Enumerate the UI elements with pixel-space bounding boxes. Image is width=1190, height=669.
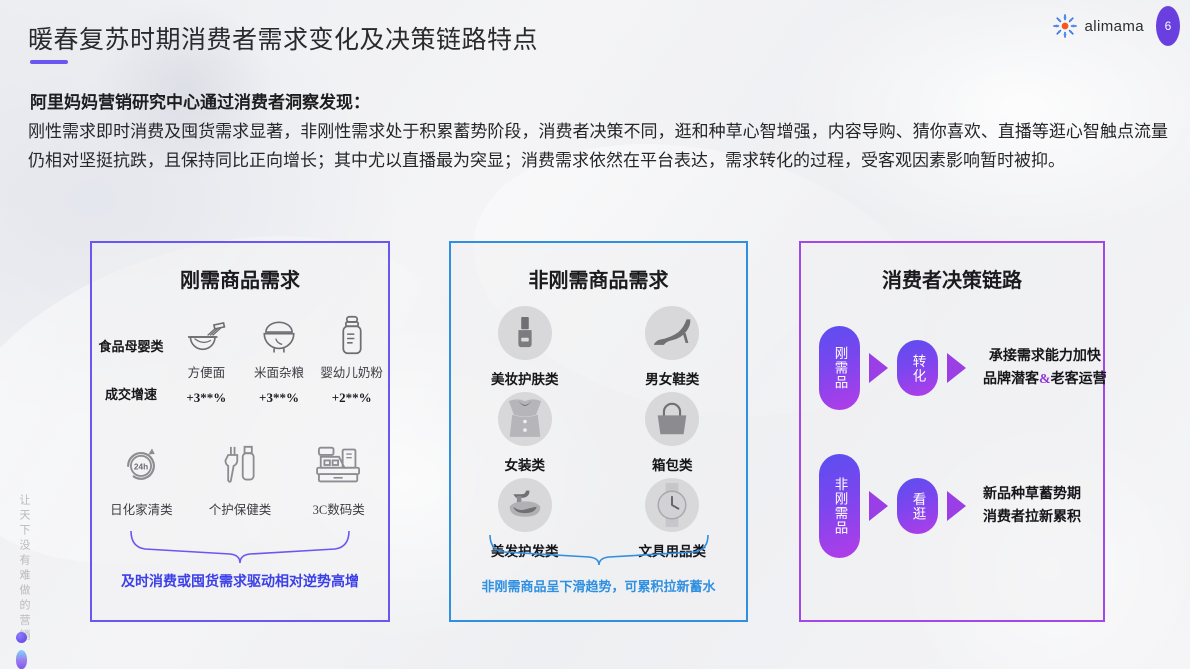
nonrigid-item-icon-2 bbox=[497, 392, 552, 446]
rigid-demand-grid-secondary: 24h 日化家清类 个护保健类 bbox=[92, 439, 388, 518]
decorative-drop-icon bbox=[16, 650, 27, 669]
path-outcome-line2-0: 品牌潜客&老客运营 bbox=[983, 368, 1107, 391]
card-title: 刚需商品需求 bbox=[180, 270, 300, 292]
path-outcome-line2-after-0: 老客运营 bbox=[1050, 372, 1107, 387]
lead-heading: 阿里妈妈营销研究中心通过消费者洞察发现： bbox=[30, 93, 370, 112]
nonrigid-item: 女装类 bbox=[451, 392, 599, 474]
brace-connector bbox=[130, 531, 350, 564]
path-stage-pill-0: 转化 bbox=[897, 340, 938, 396]
path-stage-label-0: 转化 bbox=[910, 353, 926, 383]
path-stage-pill-1: 看逛 bbox=[897, 478, 938, 534]
rigid-item-value-1: +3**% bbox=[259, 390, 299, 405]
svg-text:24h: 24h bbox=[134, 463, 148, 472]
clock-24h-icon: 24h bbox=[127, 448, 156, 480]
card-footnote: 及时消费或囤货需求驱动相对逆势高增 bbox=[121, 575, 359, 590]
path-outcome-line1-0: 承接需求能力加快 bbox=[988, 349, 1101, 364]
rigid-row-label-category: 食品母婴类 bbox=[98, 338, 164, 354]
brace-connector bbox=[488, 535, 709, 566]
card-rigid-demand: 刚需商品需求 食品母婴类 bbox=[90, 241, 390, 622]
rigid-item-name-2: 婴幼儿奶粉 bbox=[320, 366, 383, 380]
decision-path-row-rigid: 刚需品 转化 承接需求能力加快 品牌潜客&老客运营 bbox=[819, 326, 1107, 410]
card-nonrigid-demand: 非刚需商品需求 美妆护肤类 bbox=[449, 241, 748, 622]
rigid-item-icon-1 bbox=[243, 309, 316, 355]
path-arrow-icon bbox=[869, 491, 888, 521]
nonrigid-item-icon-0 bbox=[497, 306, 552, 360]
rigid-item-value-0: +3**% bbox=[186, 390, 227, 405]
shampoo-pump-icon bbox=[509, 490, 541, 517]
path-outcome-0: 承接需求能力加快 品牌潜客&老客运营 bbox=[983, 345, 1107, 391]
nonrigid-item-icon-4 bbox=[497, 478, 552, 532]
noodle-bowl-icon bbox=[188, 321, 226, 351]
path-outcome-line2-before-0: 品牌潜客 bbox=[983, 372, 1039, 387]
title-underline bbox=[30, 60, 68, 64]
brand-name: alimama bbox=[1084, 17, 1144, 35]
nonrigid-item-name-1: 男女鞋类 bbox=[645, 372, 700, 387]
page-number-badge: 6 bbox=[1156, 6, 1180, 46]
card-footnote: 非刚需商品呈下滑趋势，可累积拉新蓄水 bbox=[481, 579, 716, 594]
rigid-item2-icon-0: 24h bbox=[92, 439, 191, 491]
path-stage-label-1: 看逛 bbox=[910, 491, 926, 521]
path-outcome-line1-1: 新品种草蓄势期 bbox=[983, 487, 1081, 502]
vertical-slogan: 让天下没有难做的营销 bbox=[18, 494, 30, 644]
dress-icon bbox=[508, 399, 541, 437]
nonrigid-item-name-0: 美妆护肤类 bbox=[491, 372, 559, 387]
path-arrow-icon bbox=[869, 353, 888, 383]
decision-path-row-nonrigid: 非刚需品 看逛 新品种草蓄势期 消费者拉新累积 bbox=[819, 454, 1081, 558]
nonrigid-item-name-5: 文具用品类 bbox=[638, 544, 707, 559]
path-arrow-icon bbox=[947, 491, 966, 521]
nonrigid-item: 文具用品类 bbox=[599, 478, 747, 560]
rice-bowl-icon bbox=[263, 321, 295, 353]
brand-logo: alimama bbox=[1052, 13, 1144, 39]
nonrigid-item: 美发护发类 bbox=[451, 478, 599, 560]
rigid-item2-icon-2 bbox=[289, 439, 388, 491]
rigid-item-value-2: +2**% bbox=[331, 390, 372, 405]
card-decision-path: 消费者决策链路 刚需品 转化 承接需求能力加快 品牌潜客&老客运营 非刚需品 看… bbox=[799, 241, 1107, 622]
rigid-item2-icon-1 bbox=[191, 439, 290, 491]
rigid-item-name-1: 米面杂粮 bbox=[253, 366, 304, 380]
wristwatch-icon bbox=[657, 483, 687, 527]
decorative-dot-icon bbox=[16, 632, 27, 643]
page-title: 暖春复苏时期消费者需求变化及决策链路特点 bbox=[28, 27, 539, 54]
nonrigid-item-name-2: 女装类 bbox=[504, 458, 546, 473]
path-outcome-line2-1: 消费者拉新累积 bbox=[983, 510, 1081, 525]
lead-paragraph: 刚性需求即时消费及囤货需求显著，非刚性需求处于积累蓄势阶段，消费者决策不同，逛和… bbox=[28, 122, 1168, 170]
nonrigid-item-icon-5 bbox=[645, 478, 700, 532]
path-source-label-1: 非刚需品 bbox=[832, 477, 848, 535]
rigid-item-name-0: 方便面 bbox=[187, 366, 226, 380]
path-source-pill-0: 刚需品 bbox=[819, 326, 860, 410]
nonrigid-item: 男女鞋类 bbox=[599, 306, 747, 388]
baby-bottle-icon bbox=[342, 315, 362, 355]
nail-polish-icon bbox=[518, 316, 532, 348]
cash-register-icon bbox=[315, 446, 360, 483]
path-arrow-icon bbox=[947, 353, 966, 383]
nonrigid-item-icon-1 bbox=[645, 306, 700, 360]
rigid-item2-name-1: 个护保健类 bbox=[208, 503, 272, 517]
alimama-burst-icon bbox=[1052, 14, 1077, 38]
rigid-item-icon-0 bbox=[170, 309, 243, 355]
path-source-label-0: 刚需品 bbox=[832, 346, 848, 390]
card-title: 非刚需商品需求 bbox=[528, 270, 669, 292]
rigid-row-label-growth: 成交增速 bbox=[104, 387, 157, 402]
handbag-icon bbox=[657, 402, 687, 435]
nonrigid-item: 箱包类 bbox=[599, 392, 747, 474]
nonrigid-item-name-4: 美发护发类 bbox=[491, 544, 559, 559]
nonrigid-item: 美妆护肤类 bbox=[451, 306, 599, 388]
rigid-item2-name-2: 3C数码类 bbox=[312, 503, 365, 517]
rigid-item-icon-2 bbox=[315, 309, 388, 355]
path-source-pill-1: 非刚需品 bbox=[819, 454, 860, 558]
rigid-demand-grid: 食品母婴类 bbox=[92, 309, 388, 406]
nonrigid-item-name-3: 箱包类 bbox=[652, 458, 693, 473]
path-outcome-amp-0: & bbox=[1039, 372, 1051, 387]
toothbrush-bottle-icon bbox=[224, 445, 255, 483]
nonrigid-item-icon-3 bbox=[645, 392, 700, 446]
high-heel-shoe-icon bbox=[654, 319, 691, 345]
card-title: 消费者决策链路 bbox=[882, 270, 1022, 292]
nonrigid-demand-grid: 美妆护肤类 男女鞋类 bbox=[451, 306, 746, 560]
rigid-item2-name-0: 日化家清类 bbox=[110, 503, 173, 517]
path-outcome-1: 新品种草蓄势期 消费者拉新累积 bbox=[983, 483, 1081, 529]
